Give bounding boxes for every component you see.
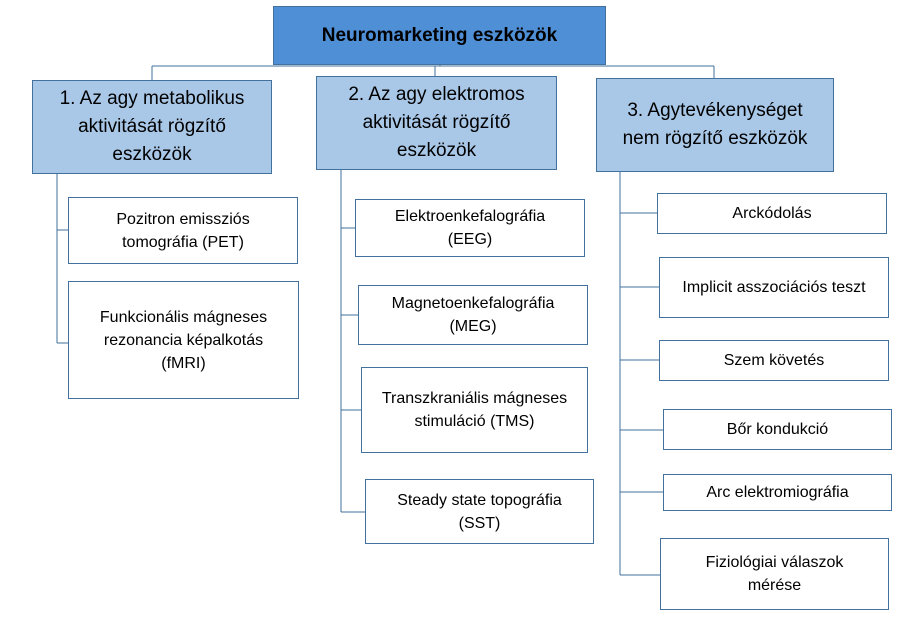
leaf-meg: Magnetoenkefalográfia (MEG) — [358, 285, 588, 345]
category-non-brain: 3. Agytevékenységet nem rögzítő eszközök — [596, 78, 834, 172]
root-node: Neuromarketing eszközök — [273, 6, 606, 65]
leaf-pet: Pozitron emissziós tomográfia (PET) — [68, 197, 298, 264]
leaf-fmri: Funkcionális mágneses rezonancia képalko… — [68, 281, 299, 399]
leaf-tms: Transzkraniális mágneses stimuláció (TMS… — [361, 367, 588, 453]
leaf-skin-conductance: Bőr kondukció — [663, 409, 892, 450]
leaf-eeg: Elektroenkefalográfia (EEG) — [355, 199, 585, 257]
leaf-facial-emg: Arc elektromiográfia — [663, 474, 892, 511]
leaf-physiological-responses: Fiziológiai válaszok mérése — [660, 538, 889, 610]
category-electric: 2. Az agy elektromos aktivitását rögzítő… — [316, 76, 557, 170]
leaf-sst: Steady state topográfia (SST) — [365, 479, 594, 544]
leaf-implicit-association-test: Implicit asszociációs teszt — [659, 257, 889, 318]
leaf-eye-tracking: Szem követés — [659, 340, 889, 381]
leaf-face-coding: Arckódolás — [657, 193, 887, 234]
category-metabolic: 1. Az agy metabolikus aktivitását rögzít… — [32, 80, 272, 174]
